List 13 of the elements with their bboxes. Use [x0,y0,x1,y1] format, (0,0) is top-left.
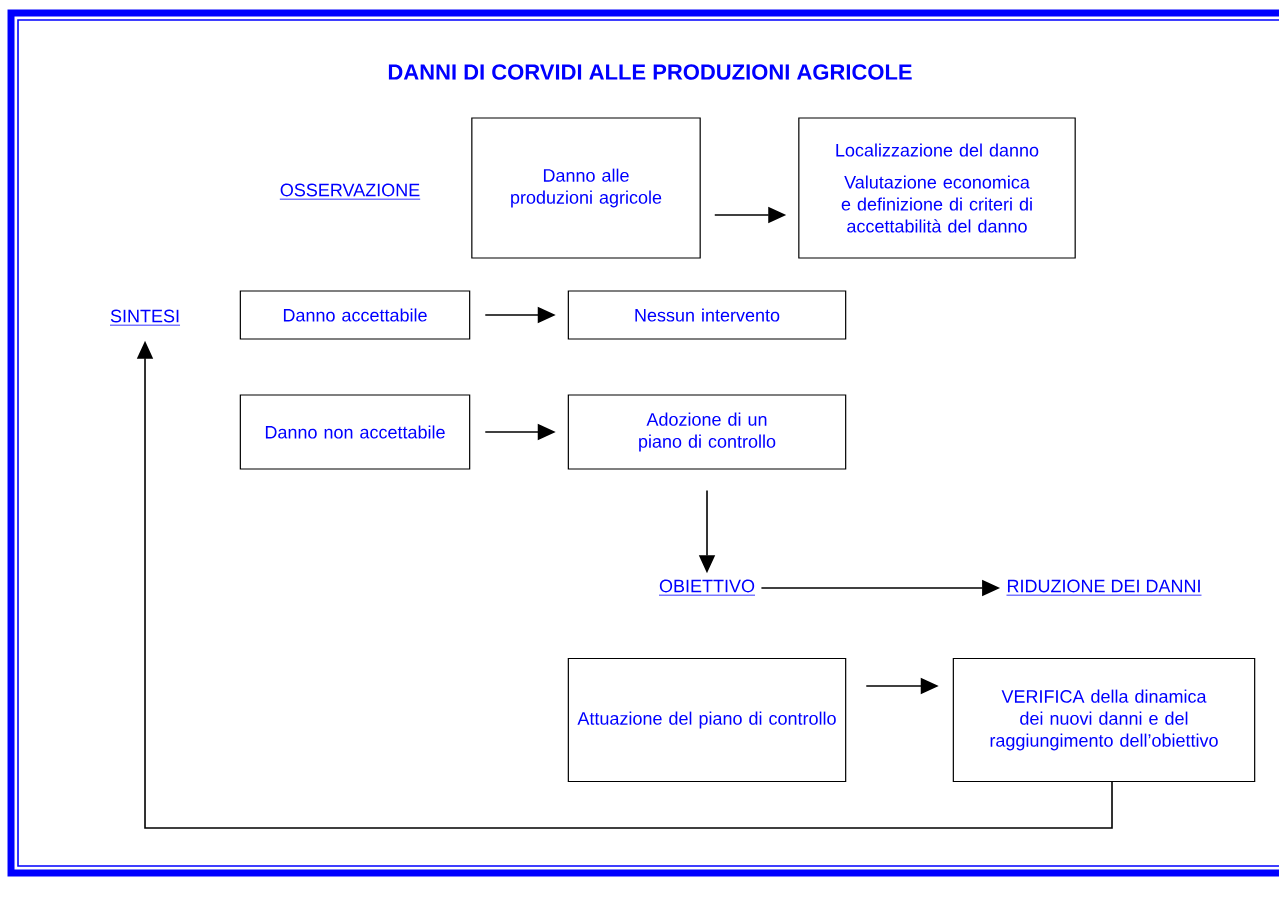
process-box: Attuazione del piano di controllo [567,657,847,783]
section-label: OSSERVAZIONE [279,183,421,200]
flow-label: OBIETTIVO [658,579,756,596]
process-box: Adozione di un piano di controllo [567,394,847,470]
process-box: Danno non accettabile [239,394,471,470]
title: DANNI DI CORVIDI ALLE PRODUZIONI AGRICOLE [388,64,912,80]
flow-label: RIDUZIONE DEI DANNI [1006,579,1202,596]
process-box: Danno accettabile [239,290,471,340]
process-box: Nessun intervento [567,290,847,340]
flow-label: SINTESI [109,309,181,326]
process-box: Danno alle produzioni agricole [471,117,701,259]
process-box: VERIFICA della dinamica dei nuovi danni e del raggiungimento dell’obiettivo [952,657,1256,783]
process-box: Localizzazione del danno Valutazione economica e definizione di criteri di accettabilità del danno [798,117,1076,259]
